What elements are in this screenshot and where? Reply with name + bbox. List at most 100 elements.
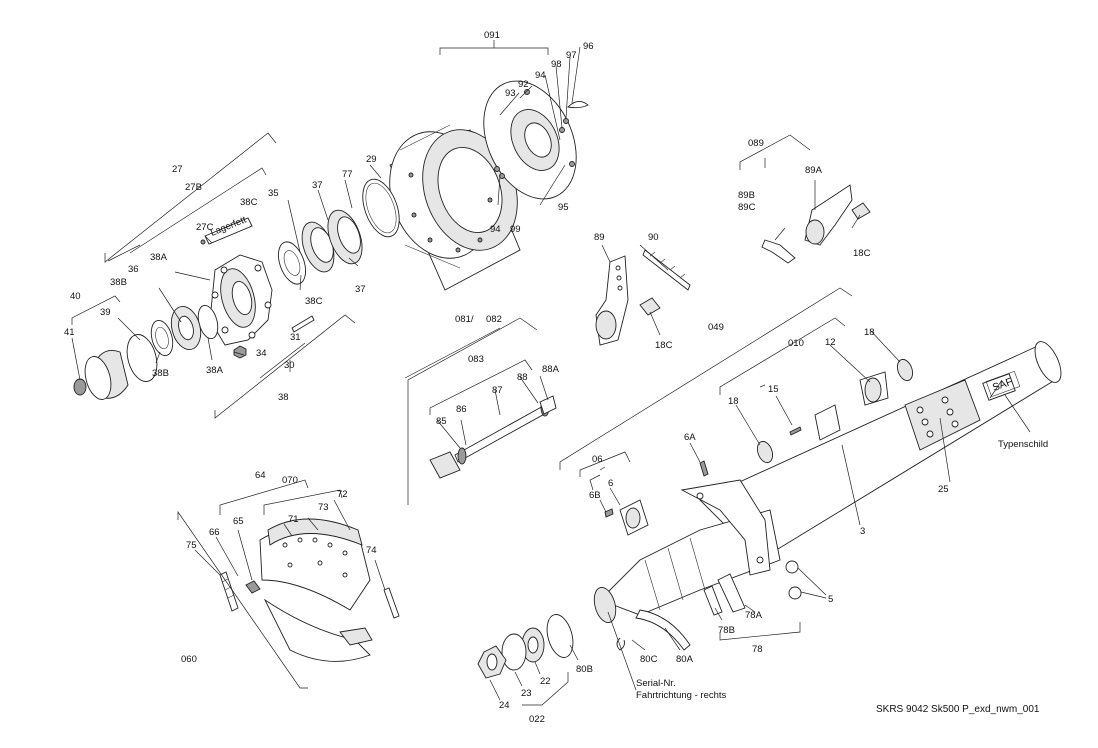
label-35: 35 bbox=[268, 188, 279, 199]
clip-18C-b bbox=[851, 202, 871, 220]
brake-shoe-lower bbox=[263, 598, 373, 662]
label-38Ca: 38C bbox=[240, 197, 258, 208]
label-18Cb: 18C bbox=[655, 340, 673, 351]
roller-66 bbox=[245, 580, 261, 594]
label-39: 39 bbox=[100, 307, 111, 318]
label-73: 73 bbox=[318, 502, 329, 513]
label-89C: 89C bbox=[738, 202, 756, 213]
label-27C: 27C bbox=[196, 222, 214, 233]
label-72: 72 bbox=[337, 489, 348, 500]
hose-80A bbox=[635, 609, 691, 651]
label-089: 089 bbox=[748, 138, 764, 149]
label-6A: 6A bbox=[684, 432, 696, 443]
label-98: 98 bbox=[551, 59, 562, 70]
bushing-6 bbox=[604, 499, 649, 536]
label-99: 99 bbox=[510, 224, 521, 235]
label-fahrtrichtung: Fahrtrichtung - rechts bbox=[636, 690, 727, 701]
label-24: 24 bbox=[499, 700, 510, 711]
screw-15 bbox=[789, 426, 802, 436]
label-87: 87 bbox=[492, 385, 503, 396]
washer-23 bbox=[501, 633, 527, 671]
spring-74 bbox=[383, 587, 400, 619]
label-89B: 89B bbox=[738, 190, 755, 201]
label-15: 15 bbox=[768, 384, 779, 395]
label-64: 64 bbox=[255, 470, 266, 481]
label-77: 77 bbox=[342, 169, 353, 180]
label-25: 25 bbox=[938, 484, 949, 495]
label-89A: 89A bbox=[805, 165, 823, 176]
label-060: 060 bbox=[181, 654, 197, 665]
label-37b: 37 bbox=[355, 284, 366, 295]
label-36: 36 bbox=[128, 264, 139, 275]
seal-18b bbox=[756, 440, 774, 464]
label-31: 31 bbox=[290, 332, 301, 343]
label-74: 74 bbox=[366, 545, 377, 556]
ring-80B bbox=[546, 614, 574, 658]
bushing-12 bbox=[859, 371, 889, 406]
part-labels: 091 96 97 98 94 92 93 94 99 95 27 27B 27… bbox=[64, 30, 1048, 725]
label-06: 06 bbox=[592, 454, 603, 465]
label-6B: 6B bbox=[589, 490, 601, 501]
bracket-3 bbox=[814, 404, 841, 441]
label-typenschild: Typenschild bbox=[998, 439, 1048, 450]
label-95: 95 bbox=[558, 202, 569, 213]
label-083: 083 bbox=[468, 354, 484, 365]
label-27: 27 bbox=[172, 164, 183, 175]
label-92: 92 bbox=[518, 79, 529, 90]
label-6: 6 bbox=[608, 478, 613, 489]
label-070: 070 bbox=[282, 475, 298, 486]
label-30: 30 bbox=[284, 360, 295, 371]
label-94b: 94 bbox=[490, 224, 501, 235]
label-38Aa: 38A bbox=[150, 252, 168, 263]
label-93: 93 bbox=[505, 88, 516, 99]
label-serial: Serial-Nr. bbox=[636, 678, 676, 689]
label-38Ab: 38A bbox=[206, 365, 224, 376]
label-90: 90 bbox=[648, 232, 659, 243]
drawing-reference: SKRS 9042 Sk500 P_exd_nwm_001 bbox=[876, 704, 1040, 715]
label-34: 34 bbox=[256, 348, 267, 359]
label-38: 38 bbox=[278, 392, 289, 403]
label-23: 23 bbox=[521, 688, 532, 699]
label-71: 71 bbox=[288, 514, 299, 525]
typenschild-plate bbox=[985, 370, 1021, 398]
label-091: 091 bbox=[484, 30, 500, 41]
label-38Cb: 38C bbox=[305, 296, 323, 307]
axle-beam bbox=[699, 341, 1062, 561]
label-12: 12 bbox=[825, 337, 836, 348]
ball-5a bbox=[785, 560, 799, 574]
label-27B: 27B bbox=[185, 182, 202, 193]
label-96: 96 bbox=[583, 41, 594, 52]
leader-lines bbox=[71, 40, 1031, 706]
label-66: 66 bbox=[209, 527, 220, 538]
part-78A bbox=[717, 573, 746, 613]
label-80A: 80A bbox=[676, 654, 694, 665]
label-40: 40 bbox=[70, 291, 81, 302]
label-89: 89 bbox=[594, 232, 605, 243]
brake-drum bbox=[389, 124, 521, 291]
label-5: 5 bbox=[828, 594, 833, 605]
hub-cap-40 bbox=[73, 350, 129, 400]
label-082: 082 bbox=[486, 314, 502, 325]
bolt-6A bbox=[699, 460, 709, 477]
label-22: 22 bbox=[540, 676, 551, 687]
label-65: 65 bbox=[233, 516, 244, 527]
label-18Ca: 18C bbox=[853, 248, 871, 259]
label-85: 85 bbox=[436, 416, 447, 427]
label-38Bb: 38B bbox=[152, 368, 169, 379]
label-78: 78 bbox=[752, 644, 763, 655]
label-78A: 78A bbox=[745, 610, 763, 621]
label-86: 86 bbox=[456, 404, 467, 415]
clip-80C bbox=[616, 637, 625, 651]
part-78B bbox=[703, 585, 723, 616]
label-010: 010 bbox=[788, 338, 804, 349]
wheel-hub bbox=[209, 254, 273, 346]
label-97: 97 bbox=[566, 50, 577, 61]
label-38Ba: 38B bbox=[110, 277, 127, 288]
label-78B: 78B bbox=[718, 625, 735, 636]
spring-90 bbox=[642, 249, 691, 291]
label-88A: 88A bbox=[542, 364, 560, 375]
label-3: 3 bbox=[860, 526, 865, 537]
label-80B: 80B bbox=[576, 664, 593, 675]
